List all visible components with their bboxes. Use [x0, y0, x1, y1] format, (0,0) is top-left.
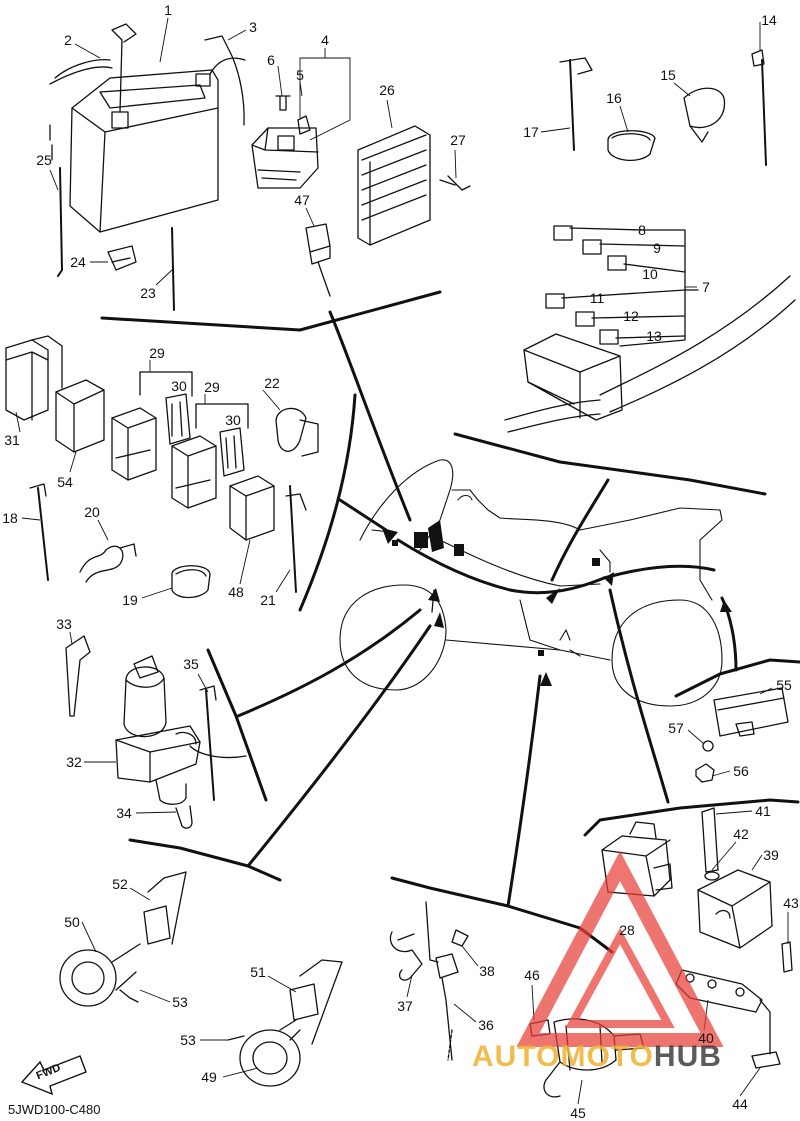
callout-27: 27	[450, 132, 466, 148]
battery-icon	[49, 23, 246, 311]
callout-16: 16	[606, 90, 622, 106]
callout-20: 20	[84, 504, 100, 520]
callout-13: 13	[646, 328, 662, 344]
callout-33: 33	[56, 616, 72, 632]
callout-21: 21	[260, 592, 276, 608]
starter-relay-icon	[251, 95, 319, 189]
callout-1: 1	[164, 2, 172, 18]
callout-49: 49	[201, 1069, 217, 1085]
callout-25: 25	[36, 152, 52, 168]
callout-44: 44	[732, 1096, 748, 1112]
callout-54: 54	[57, 474, 73, 490]
callout-5: 5	[296, 67, 304, 83]
callout-52: 52	[112, 876, 128, 892]
location-markers	[382, 520, 732, 686]
rear-reflector-icon	[695, 687, 789, 783]
callout-40: 40	[698, 1030, 714, 1046]
watermark-text: AUTOMOTOHUB	[472, 1040, 722, 1074]
callout-56: 56	[733, 763, 749, 779]
callout-34: 34	[116, 805, 132, 821]
callout-46: 46	[524, 967, 540, 983]
callout-42: 42	[733, 826, 749, 842]
callout-43: 43	[783, 895, 799, 911]
rectifier-regulator-icon	[357, 125, 471, 246]
callout-28: 28	[619, 922, 635, 938]
callout-53: 53	[180, 1032, 196, 1048]
callout-57: 57	[668, 720, 684, 736]
callout-leaders	[15, 17, 789, 1105]
callout-47: 47	[294, 192, 310, 208]
callout-2: 2	[64, 32, 72, 48]
callout-29: 29	[204, 379, 220, 395]
watermark-logo	[516, 851, 724, 1047]
callout-37: 37	[397, 998, 413, 1014]
callout-29: 29	[149, 345, 165, 361]
callout-31: 31	[4, 432, 20, 448]
callout-12: 12	[623, 308, 639, 324]
callout-14: 14	[761, 12, 777, 28]
callout-39: 39	[763, 847, 779, 863]
callout-51: 51	[250, 964, 266, 980]
callout-7: 7	[702, 279, 710, 295]
callout-15: 15	[660, 67, 676, 83]
callout-32: 32	[66, 754, 82, 770]
fuse-box-icon	[504, 49, 796, 433]
ignition-switch-icon	[65, 635, 247, 829]
callout-48: 48	[228, 584, 244, 600]
callout-23: 23	[140, 285, 156, 301]
callout-41: 41	[755, 803, 771, 819]
callout-45: 45	[570, 1105, 586, 1121]
callout-8: 8	[638, 222, 646, 238]
callout-17: 17	[523, 124, 539, 140]
forward-arrow-icon	[20, 1055, 87, 1096]
callout-35: 35	[183, 656, 199, 672]
callout-3: 3	[249, 19, 257, 35]
callout-24: 24	[70, 254, 86, 270]
callout-22: 22	[264, 375, 280, 391]
callout-30: 30	[225, 412, 241, 428]
callout-9: 9	[653, 240, 661, 256]
callout-26: 26	[379, 82, 395, 98]
callout-38: 38	[479, 963, 495, 979]
callout-30: 30	[171, 378, 187, 394]
callout-11: 11	[589, 290, 605, 306]
callout-19: 19	[122, 592, 138, 608]
motorcycle-outline-icon	[339, 459, 723, 707]
watermark-part-b: HUB	[653, 1040, 722, 1073]
callout-6: 6	[267, 52, 275, 68]
callout-50: 50	[64, 914, 80, 930]
callout-4: 4	[321, 32, 329, 48]
drawing-code: 5JWD100-C480	[8, 1102, 101, 1117]
callout-10: 10	[642, 266, 658, 282]
callout-36: 36	[478, 1017, 494, 1033]
watermark-part-a: AUTOMOTO	[472, 1040, 654, 1073]
callout-55: 55	[776, 677, 792, 693]
callout-53: 53	[172, 994, 188, 1010]
callout-18: 18	[2, 510, 18, 526]
horns-icon	[59, 871, 343, 1087]
connector-47-icon	[305, 223, 331, 297]
relays-group-icon	[5, 335, 319, 599]
